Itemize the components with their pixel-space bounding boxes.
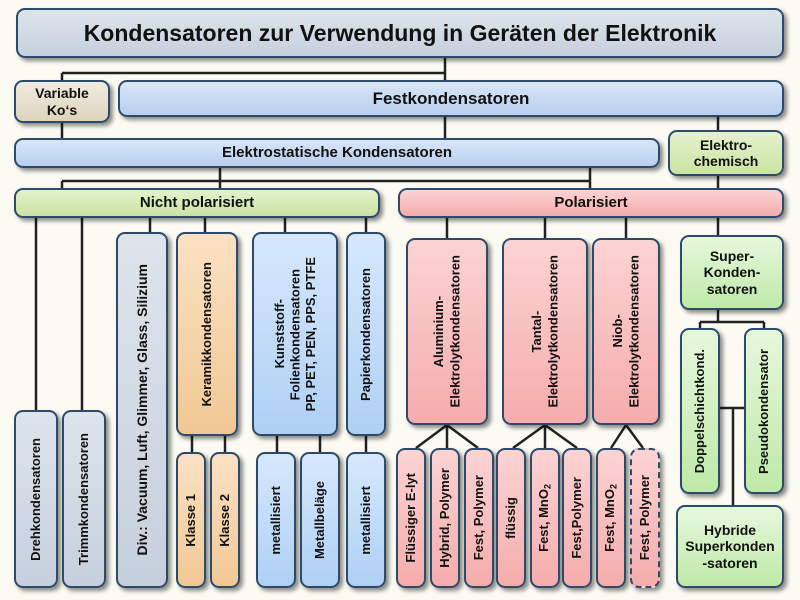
hybride-box: Hybride Superkonden -satoren	[676, 505, 784, 588]
doppel-text: Doppelschichtkond.	[691, 348, 707, 474]
fest-text: Festkondensatoren	[372, 88, 530, 108]
keramik-box: Keramikkondensatoren	[176, 232, 238, 436]
al-fluessig-text: Flüssiger E-lyt	[402, 473, 418, 563]
kunststoff-line-3: PP, PET, PEN, PPS, PTFE	[302, 256, 318, 412]
ta-mno2-box: Fest, MnO2	[530, 448, 560, 588]
metallisiert2-text: metallisiert	[357, 485, 373, 555]
klasse2-box: Klasse 2	[210, 452, 240, 588]
nb-mno2-text: Fest, MnO2	[602, 484, 619, 552]
aluminium-line-1: Aluminium-	[430, 295, 446, 368]
nicht-polarisiert-text: Nicht polarisiert	[139, 194, 255, 212]
elektrochemisch-line-2: chemisch	[693, 153, 759, 169]
tantal-line-1: Tantal-	[528, 310, 544, 353]
nb-mno2-sub: 2	[608, 484, 619, 490]
kunststoff-box: Kunststoff- Folienkondensatoren PP, PET,…	[252, 232, 338, 436]
ta-fluessig-box: flüssig	[496, 448, 526, 588]
trimm-box: Trimmkondensatoren	[62, 410, 106, 588]
klasse2-text: Klasse 2	[216, 493, 232, 547]
metallisiert2-box: metallisiert	[346, 452, 386, 588]
al-fluessig-box: Flüssiger E-lyt	[396, 448, 426, 588]
variable-box: Variable Ko‘s	[14, 80, 110, 123]
variable-line-2: Ko‘s	[46, 101, 78, 118]
al-hybrid-box: Hybrid, Polymer	[430, 448, 460, 588]
trimm-text: Trimmkondensatoren	[75, 432, 91, 566]
keramik-text: Keramikkondensatoren	[198, 261, 214, 407]
elektrostatisch-box: Elektrostatische Kondensatoren	[14, 138, 660, 168]
elektrostatisch-text: Elektrostatische Kondensatoren	[221, 144, 453, 162]
klasse1-text: Klasse 1	[182, 493, 198, 547]
title-box: Kondensatoren zur Verwendung in Geräten …	[16, 8, 784, 58]
polarisiert-text: Polarisiert	[554, 194, 628, 212]
nb-mno2-box: Fest, MnO2	[596, 448, 626, 588]
ta-mno2-sub: 2	[542, 484, 553, 490]
ta-fluessig-text: flüssig	[502, 497, 518, 539]
elektrochemisch-line-1: Elektro-	[699, 136, 753, 153]
pseudo-box: Pseudokondensator	[744, 328, 784, 494]
hybride-line-2: Superkonden	[685, 538, 775, 555]
kunststoff-line-2: Folienkondensatoren	[287, 268, 303, 400]
dreh-box: Drehkondensatoren	[14, 410, 58, 588]
al-hybrid-text: Hybrid, Polymer	[436, 468, 452, 568]
div-text: Div.: Vacuum, Luft, Glimmer, Glass, Sili…	[133, 264, 150, 556]
fest-box: Festkondensatoren	[118, 80, 784, 117]
nb-polymer-text: Fest, Polymer	[636, 475, 652, 561]
hybride-line-1: Hybride	[703, 522, 757, 539]
kunststoff-line-1: Kunststoff-	[271, 299, 287, 369]
nb-mno2-main: Fest, MnO	[602, 489, 618, 552]
variable-line-1: Variable	[35, 85, 89, 102]
tantal-line-2: Elektrolytkondensatoren	[545, 255, 560, 408]
dreh-text: Drehkondensatoren	[27, 437, 43, 561]
aluminium-line-2: Elektrolytkondensatoren	[447, 255, 462, 408]
metallisiert-text: metallisiert	[267, 485, 283, 555]
hybride-line-3: -satoren	[702, 554, 758, 571]
ta-mno2-text: Fest, MnO2	[536, 484, 553, 552]
metallbelaege-text: Metallbeläge	[311, 480, 327, 560]
metallisiert-box: metallisiert	[256, 452, 296, 588]
polarisiert-box: Polarisiert	[398, 188, 784, 218]
tantal-box: Tantal- Elektrolytkondensatoren	[502, 238, 588, 425]
nb-polymer-box: Fest, Polymer	[630, 448, 660, 588]
papier-box: Papierkondensatoren	[346, 232, 386, 436]
metallbelaege-box: Metallbeläge	[300, 452, 340, 588]
ta-polymer-text: Fest,Polymer	[568, 477, 584, 559]
elektrochemisch-box: Elektro- chemisch	[668, 130, 784, 176]
super-line-2: Konden-	[703, 264, 761, 281]
al-fest-box: Fest, Polymer	[464, 448, 494, 588]
niob-box: Niob- Elektrolytkondensatoren	[592, 238, 660, 425]
niob-line-1: Niob-	[609, 314, 625, 349]
title-text: Kondensatoren zur Verwendung in Geräten …	[83, 19, 717, 46]
ta-polymer-box: Fest,Polymer	[562, 448, 592, 588]
klasse1-box: Klasse 1	[176, 452, 206, 588]
niob-line-2: Elektrolytkondensatoren	[626, 255, 641, 408]
doppel-box: Doppelschichtkond.	[680, 328, 720, 494]
ta-mno2-main: Fest, MnO	[536, 489, 552, 552]
super-line-1: Super-	[709, 248, 755, 265]
super-box: Super- Konden- satoren	[680, 235, 784, 310]
papier-text: Papierkondensatoren	[357, 267, 373, 401]
aluminium-box: Aluminium- Elektrolytkondensatoren	[406, 238, 488, 425]
al-fest-text: Fest, Polymer	[470, 475, 486, 561]
nicht-polarisiert-box: Nicht polarisiert	[14, 188, 380, 218]
super-line-3: satoren	[706, 280, 758, 297]
div-box: Div.: Vacuum, Luft, Glimmer, Glass, Sili…	[116, 232, 168, 588]
pseudo-text: Pseudokondensator	[755, 348, 771, 474]
